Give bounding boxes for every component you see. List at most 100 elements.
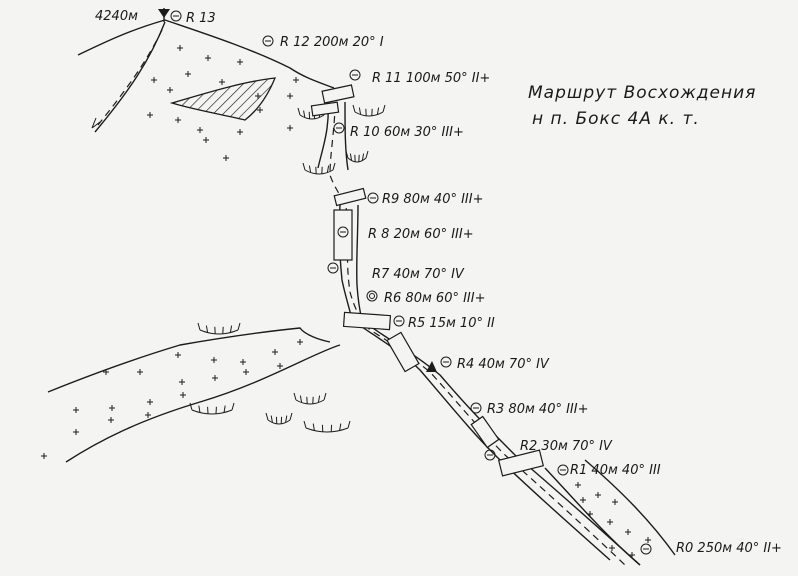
plus-mark — [167, 87, 173, 93]
step-r4 — [386, 331, 420, 373]
summit-flag-icon — [158, 8, 170, 22]
label-r3: R3 80м 40° III+ — [487, 402, 589, 417]
route-stations — [170, 10, 652, 555]
plus-mark — [175, 352, 181, 358]
plus-mark — [237, 59, 243, 65]
eyelash-cornice-icon — [345, 150, 369, 163]
anchor-triangle-icon — [426, 361, 437, 372]
step-r3 — [470, 415, 500, 449]
label-r4: R4 40м 70° IV — [457, 357, 550, 372]
piton-station-icon — [349, 69, 361, 81]
plus-mark — [297, 339, 303, 345]
summit-altitude: 4240м — [95, 9, 138, 24]
plus-mark — [243, 369, 249, 375]
plus-mark — [587, 511, 593, 517]
piton-station-icon — [557, 464, 569, 476]
plus-mark — [257, 107, 263, 113]
plus-mark — [645, 537, 651, 543]
plus-mark — [277, 363, 283, 369]
step-r9 — [333, 187, 367, 207]
label-r0: R0 250м 40° II+ — [676, 541, 782, 556]
lower-glacier-pattern — [41, 339, 303, 459]
plus-mark — [205, 55, 211, 61]
rock-outcrop — [169, 77, 277, 121]
plus-mark — [211, 357, 217, 363]
plus-mark — [197, 127, 203, 133]
piton-station-icon — [262, 35, 274, 47]
plus-mark — [287, 125, 293, 131]
plus-mark — [607, 519, 613, 525]
plus-mark — [145, 412, 151, 418]
title-line-1: Маршрут Восхождения — [528, 83, 756, 103]
plus-mark — [219, 79, 225, 85]
step-r10 — [310, 101, 340, 117]
plus-mark — [240, 359, 246, 365]
piton-station-icon — [393, 315, 405, 327]
label-r2: R2 30м 70° IV — [520, 439, 613, 454]
plus-mark — [212, 375, 218, 381]
plus-mark — [223, 155, 229, 161]
plus-mark — [293, 77, 299, 83]
piton-station-icon — [170, 10, 182, 22]
piton-station-icon — [367, 192, 379, 204]
eyelash-cornice-icon — [197, 322, 241, 335]
plus-mark — [237, 129, 243, 135]
lower-right-pattern — [575, 482, 651, 558]
label-r5: R5 15м 10° II — [408, 316, 495, 331]
plus-mark — [272, 349, 278, 355]
plus-mark — [185, 71, 191, 77]
label-r9: R9 80м 40° III+ — [382, 192, 484, 207]
piton-station-icon — [327, 262, 339, 274]
plus-mark — [609, 545, 615, 551]
plus-mark — [255, 93, 261, 99]
lower-glacier-outline-top — [47, 327, 331, 393]
label-r7: R7 40м 70° IV — [372, 267, 465, 282]
eyelash-cornice-icon — [189, 402, 235, 415]
lower-right-slope — [544, 467, 641, 566]
label-r6: R6 80м 60° III+ — [384, 291, 486, 306]
plus-mark — [580, 497, 586, 503]
label-r1: R1 40м 40° III — [570, 463, 661, 478]
plus-mark — [203, 137, 209, 143]
plus-mark — [147, 399, 153, 405]
plus-mark — [575, 482, 581, 488]
plus-mark — [177, 45, 183, 51]
plus-mark — [73, 407, 79, 413]
piton-station-icon — [484, 449, 496, 461]
upper-glacier-pattern — [147, 45, 299, 161]
plus-mark — [179, 379, 185, 385]
plus-mark — [41, 453, 47, 459]
label-r8: R 8 20м 60° III+ — [368, 227, 474, 242]
label-r10: R 10 60м 30° III+ — [350, 125, 464, 140]
piton-station-icon — [333, 122, 345, 134]
eyelash-cornice-icon — [265, 412, 293, 425]
plus-mark — [287, 93, 293, 99]
plus-mark — [103, 369, 109, 375]
descent-arrow-icon — [91, 117, 101, 129]
plus-mark — [595, 492, 601, 498]
step-r5 — [342, 311, 392, 331]
step-r11 — [321, 84, 355, 104]
plus-mark — [612, 499, 618, 505]
eyelash-cornice-icon — [302, 162, 336, 175]
label-r13: R 13 — [186, 11, 216, 26]
plus-mark — [147, 112, 153, 118]
step-r8 — [333, 209, 353, 261]
plus-mark — [151, 77, 157, 83]
plus-mark — [137, 369, 143, 375]
plus-mark — [108, 417, 114, 423]
eyelash-cornice-icon — [293, 392, 327, 405]
piton-station-icon — [440, 356, 452, 368]
eyelash-cornice-icon — [352, 104, 386, 117]
eyelash-cornice-icon — [303, 420, 351, 433]
piton-station-icon — [640, 543, 652, 555]
plus-mark — [73, 429, 79, 435]
plus-mark — [175, 117, 181, 123]
route-couloir-right — [344, 101, 641, 566]
label-r12: R 12 200м 20° I — [280, 35, 384, 50]
piton-station-icon — [366, 290, 378, 302]
label-r11: R 11 100м 50° II+ — [372, 71, 490, 86]
step-r2 — [497, 449, 545, 477]
plus-mark — [180, 392, 186, 398]
